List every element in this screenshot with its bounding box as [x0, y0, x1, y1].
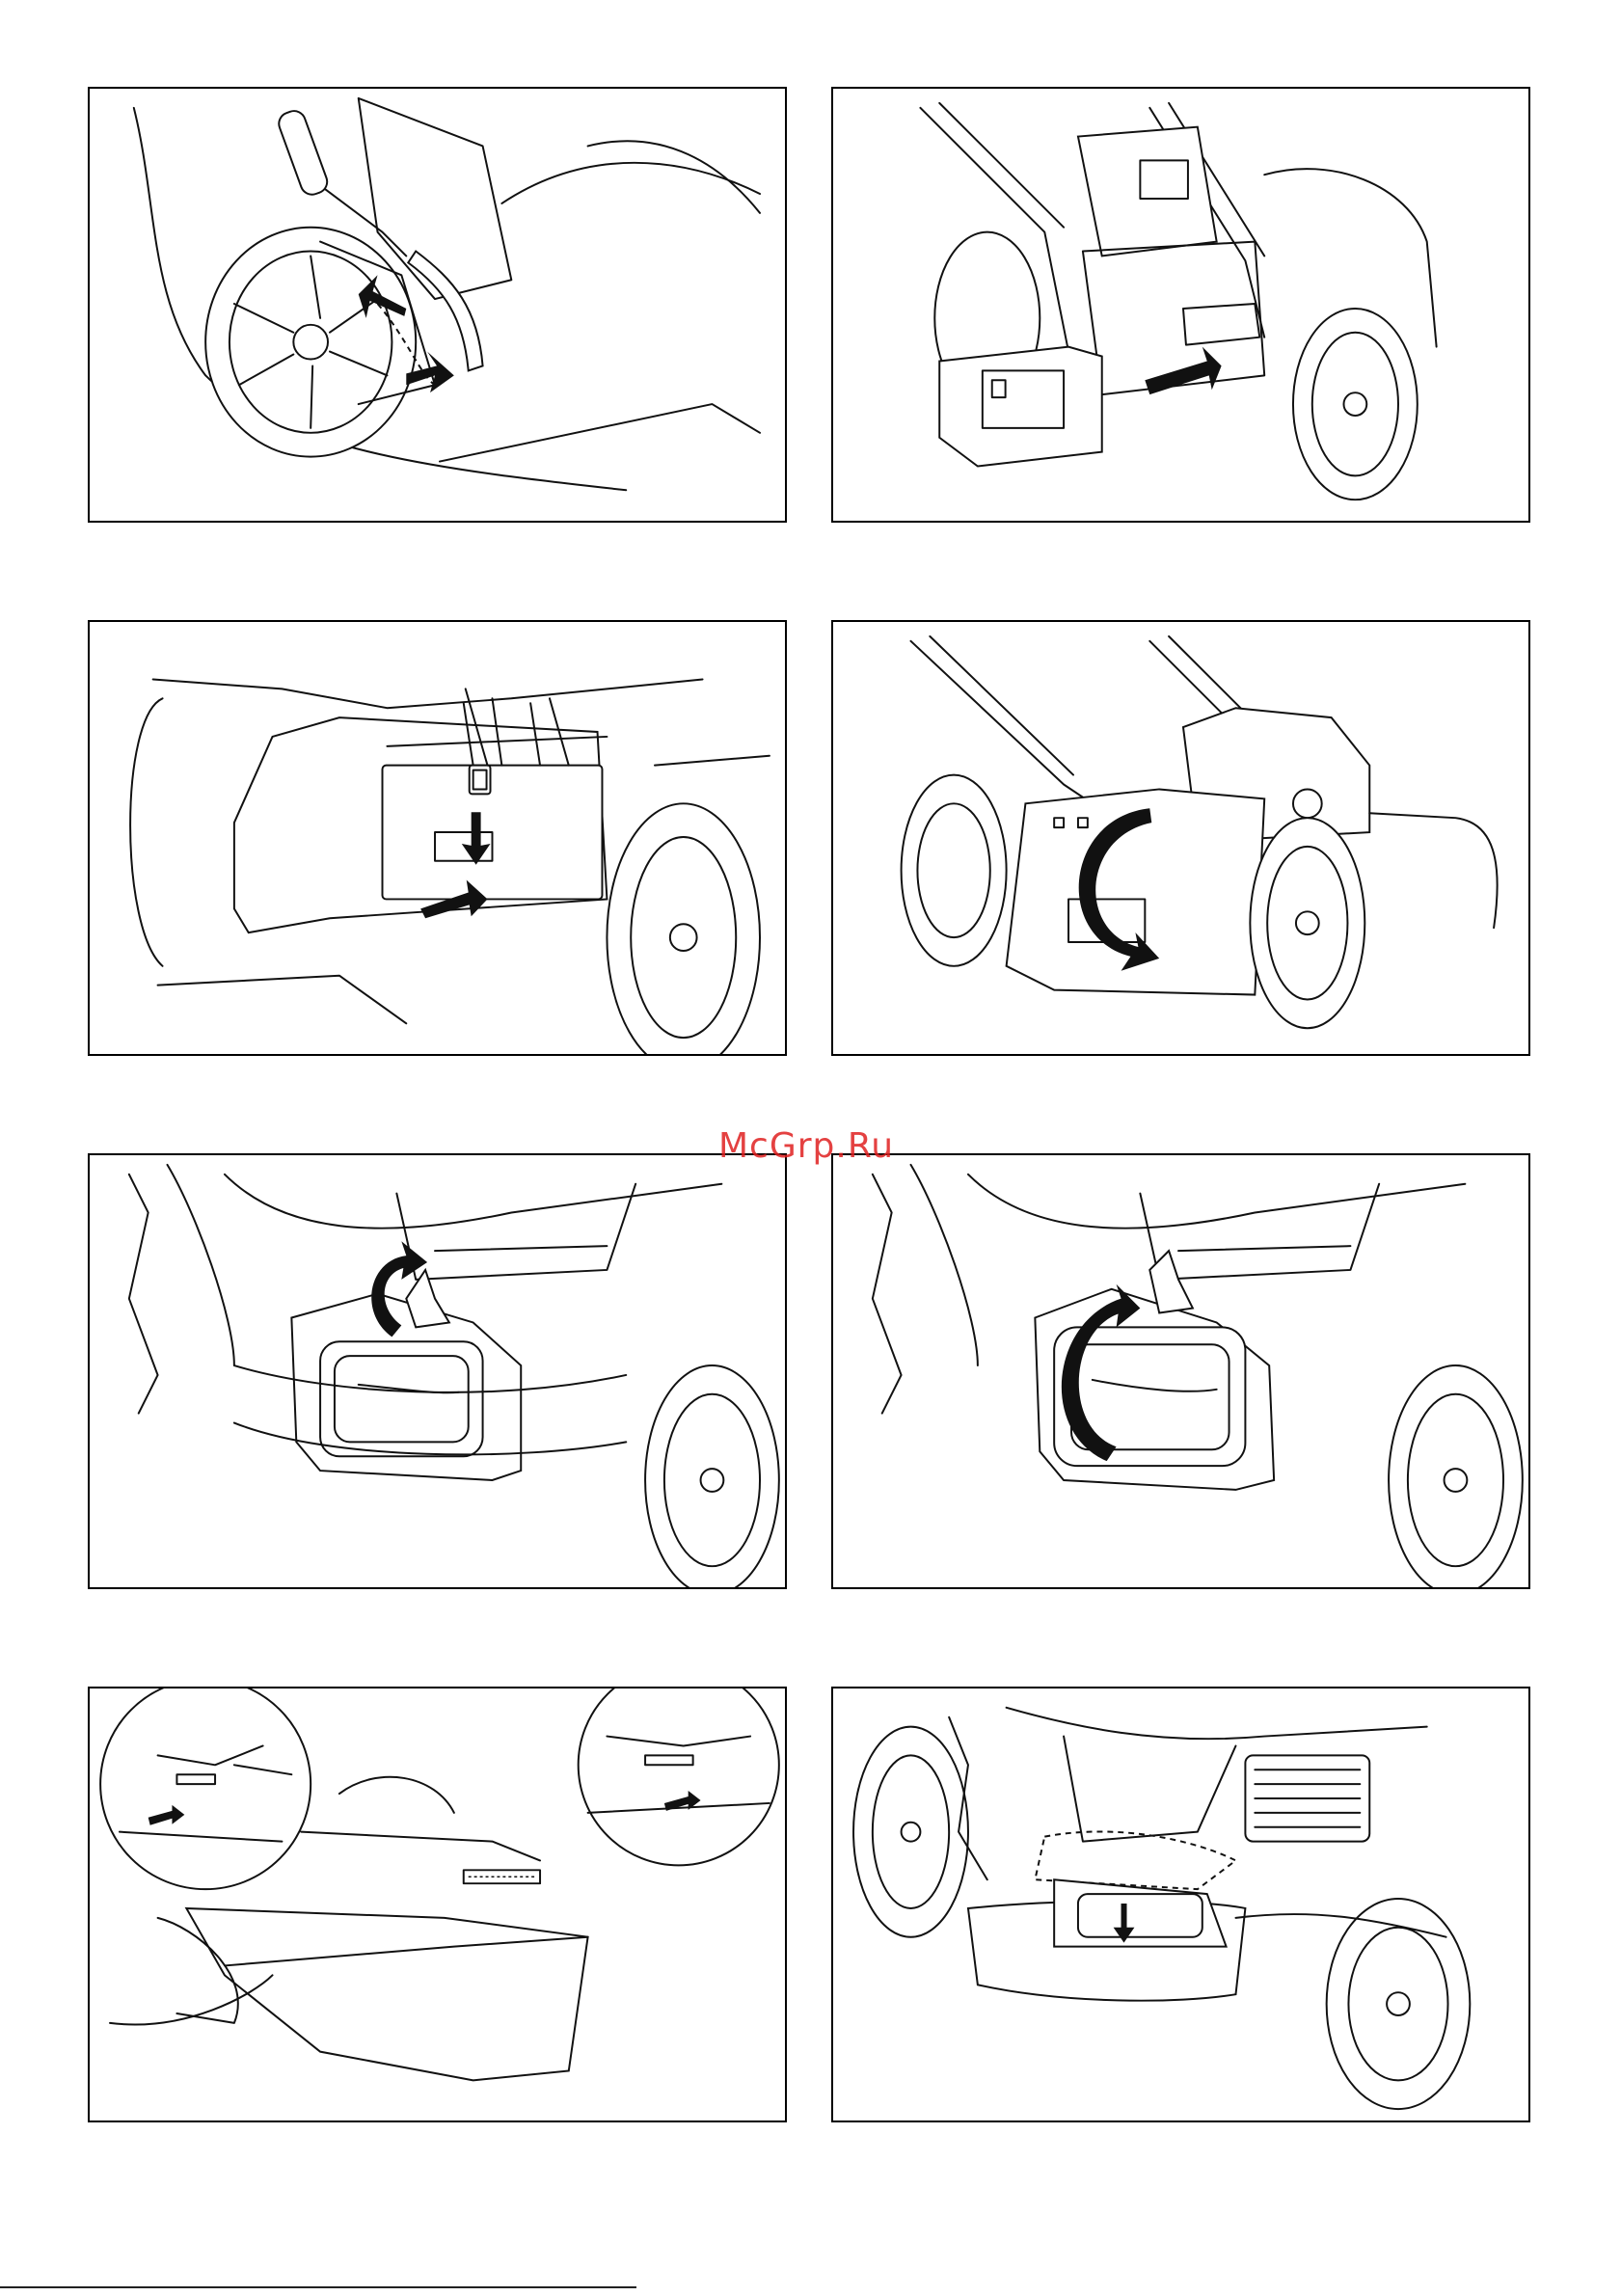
deflector-close-illustration: [833, 1688, 1528, 2120]
side-discharge-box-install-illustration: [833, 89, 1528, 521]
figure-panel-7: [88, 1687, 787, 2122]
deflector-rotate-arrow-illustration: [833, 1155, 1528, 1587]
figure-panel-4: [831, 620, 1530, 1056]
deflector-spring-pin-detail-illustration: [90, 1688, 785, 2120]
rear-wheel-height-adjust-lever-illustration: [90, 89, 785, 521]
figure-panel-3: [88, 620, 787, 1056]
figure-panel-6: [831, 1153, 1530, 1589]
figure-panel-2: [831, 87, 1530, 523]
discharge-cover-latch-illustration: [90, 622, 785, 1054]
cover-close-rotation-illustration: [833, 622, 1528, 1054]
footer-divider: [0, 2286, 636, 2288]
figure-panel-8: [831, 1687, 1530, 2122]
figure-panel-5: [88, 1153, 787, 1589]
figure-panel-1: [88, 87, 787, 523]
watermark-text: McGrp.Ru: [718, 1126, 894, 1166]
deflector-lift-arrow-illustration: [90, 1155, 785, 1587]
